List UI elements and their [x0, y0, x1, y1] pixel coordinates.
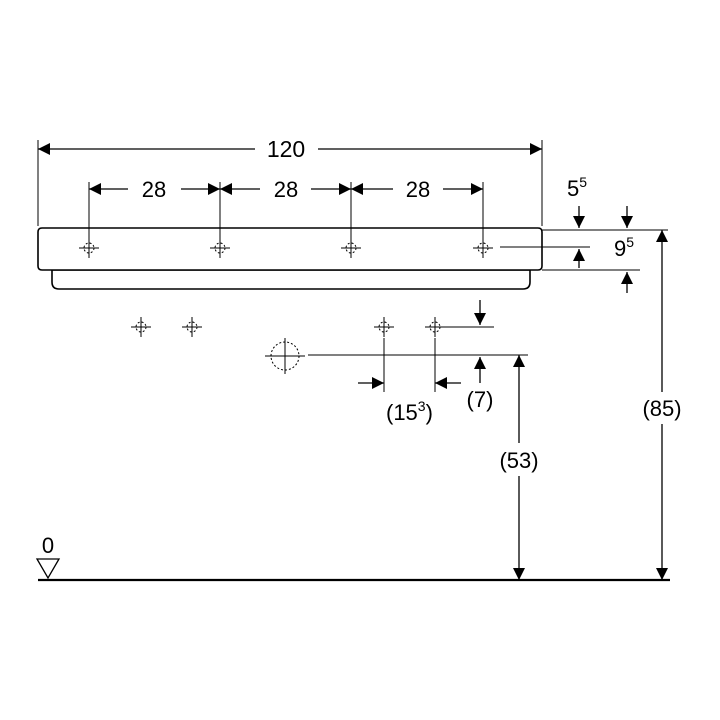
tap-hole-marker	[210, 238, 230, 258]
overall-width-dimension: 120	[37, 136, 543, 226]
washbasin-outline	[37, 227, 543, 290]
drain-height-dimension: (53)	[499, 355, 539, 580]
drain-marker	[265, 338, 305, 374]
total-height-dimension: (85)	[642, 230, 682, 580]
drain-offset-label: (7)	[467, 387, 494, 412]
level-triangle-icon	[35, 558, 61, 580]
drain-offset-dimensions: (7) (153)	[308, 300, 528, 425]
rim-height-label: 95	[614, 234, 634, 261]
tap-hole-marker	[79, 238, 99, 258]
floor-reference: 0	[35, 533, 670, 582]
fixing-hole-marker	[131, 317, 151, 337]
overall-width-label: 120	[267, 136, 305, 162]
total-height-label: (85)	[642, 396, 681, 421]
lower-fixing-markers	[131, 317, 445, 374]
basin-rim	[37, 227, 543, 271]
top-offset-label: 55	[567, 174, 587, 201]
floor-level-label: 0	[42, 533, 54, 558]
tap-hole-marker	[473, 238, 493, 258]
fixing-hole-marker	[182, 317, 202, 337]
tap-hole-marker	[341, 238, 361, 258]
basin-bowl	[51, 269, 531, 290]
tap-spacing-label-3: 28	[406, 177, 430, 202]
tap-spacing-label-1: 28	[142, 177, 166, 202]
drain-spacing-label: (153)	[386, 398, 433, 425]
fixing-hole-marker	[374, 317, 394, 337]
fixing-hole-marker	[425, 317, 445, 337]
tap-spacing-dimensions: 28 28 28	[88, 177, 484, 238]
tap-spacing-label-2: 28	[274, 177, 298, 202]
tap-hole-markers	[79, 238, 493, 258]
rim-dimensions: 55 95	[500, 174, 668, 293]
drain-height-label: (53)	[499, 448, 538, 473]
